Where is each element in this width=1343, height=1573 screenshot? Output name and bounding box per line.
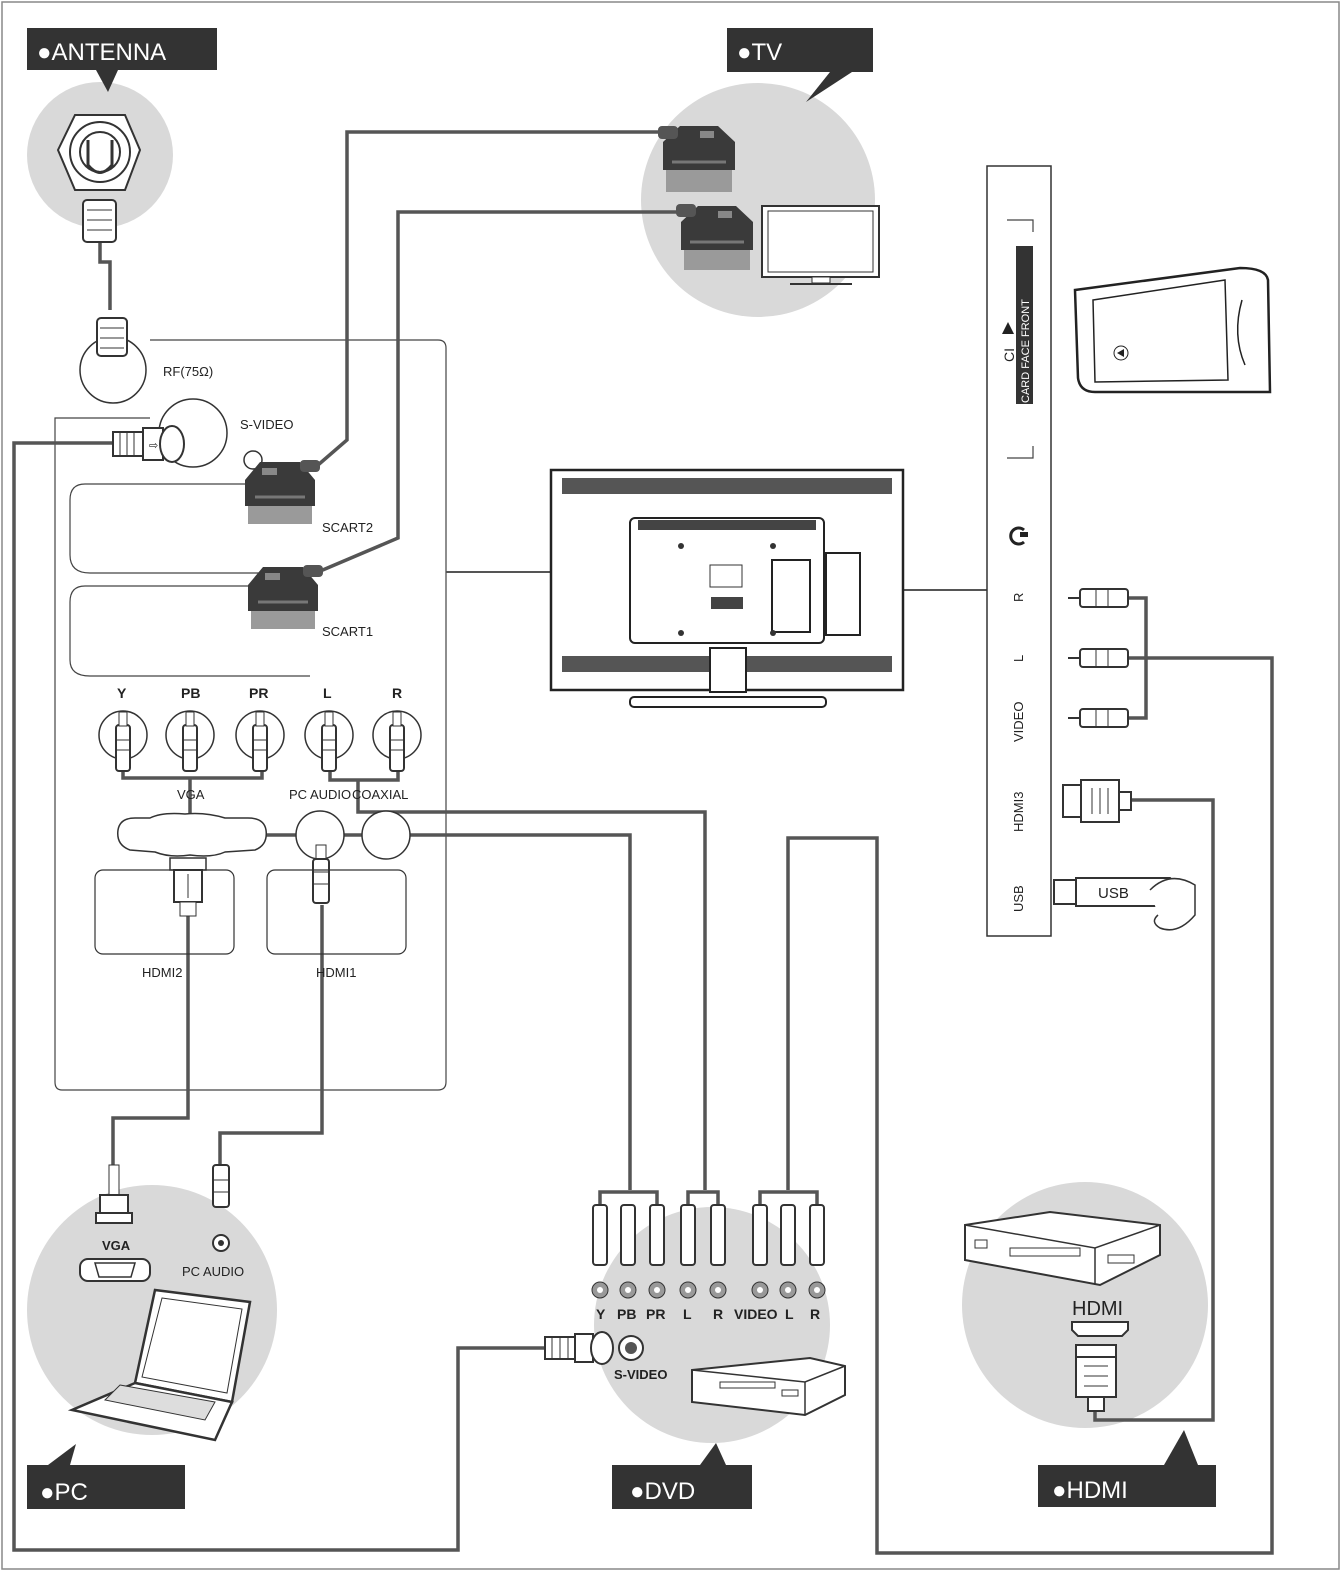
dvd-r-label: R [713, 1306, 723, 1322]
r-label: R [392, 685, 402, 701]
rca-r-icon [372, 710, 422, 772]
scart1-port-outline [69, 585, 310, 677]
vga-port-icon [117, 812, 268, 857]
hdmi2-port-outline [94, 869, 235, 955]
dvd-svideo-plug-icon [544, 1331, 614, 1365]
hdmi-port-icon [1071, 1321, 1129, 1337]
side-hdmi3-label: HDMI3 [1011, 792, 1026, 832]
rca-pb-icon [165, 710, 215, 772]
side-hdmi-plug-icon [1062, 779, 1132, 823]
svg-text:●TV: ●TV [737, 39, 782, 66]
rca-pr-icon [235, 710, 285, 772]
ci-label: CI [1001, 348, 1017, 362]
dvd-svideo-label: S-VIDEO [614, 1367, 667, 1382]
rca-y-icon [98, 710, 148, 772]
svg-text:●ANTENNA: ●ANTENNA [37, 39, 166, 66]
svg-text:⇨: ⇨ [149, 440, 158, 452]
ci-card-slot [1016, 246, 1033, 404]
pc-audio-label: PC AUDIO [289, 787, 351, 802]
vga-plug-icon [169, 857, 207, 917]
l-label: L [323, 685, 332, 701]
dvd-player-icon [691, 1356, 846, 1417]
pc-audio-plug-icon [212, 1164, 230, 1252]
vga-label: VGA [177, 787, 205, 802]
cables [12, 130, 1274, 1555]
pc-vga-label: VGA [102, 1238, 131, 1253]
scart2-port-outline [69, 483, 310, 574]
arrow-up-icon [1002, 322, 1014, 334]
dvd-l-label: L [683, 1306, 692, 1322]
hdmi1-port-outline [266, 869, 407, 955]
hdmi1-label: HDMI1 [316, 965, 356, 980]
side-usb-label: USB [1011, 885, 1026, 912]
hdmi-plug-icon [1075, 1344, 1117, 1412]
svg-text:●HDMI: ●HDMI [1052, 1477, 1128, 1504]
dvd-pr-label: PR [646, 1306, 665, 1322]
antenna-connector-icon [56, 114, 142, 243]
svg-text:●PC: ●PC [40, 1479, 88, 1506]
side-l-label: L [1011, 655, 1026, 662]
pr-label: PR [249, 685, 268, 701]
rf-label: RF(75Ω) [163, 364, 213, 379]
pb-label: PB [181, 685, 200, 701]
hdmi-player-label: HDMI [1072, 1298, 1123, 1320]
side-rca-l-plug-icon [1068, 648, 1129, 668]
dvd-r2-label: R [810, 1306, 820, 1322]
tv-scart-plug-2-icon [676, 204, 753, 270]
side-r-label: R [1011, 593, 1026, 602]
scart2-plug-icon [245, 460, 320, 524]
scart1-plug-icon [248, 565, 323, 629]
hdmi-player-icon [964, 1210, 1161, 1287]
pc-tag: ●PC [27, 1444, 185, 1509]
jack-hole-icon [243, 450, 263, 470]
coaxial-label: COAXIAL [352, 787, 408, 802]
hdmi2-label: HDMI2 [142, 965, 182, 980]
side-video-label: VIDEO [1011, 702, 1026, 742]
tv-scart-plug-1-icon [658, 126, 735, 192]
coaxial-port-icon [361, 810, 411, 860]
hdmi-tag: ●HDMI [1038, 1430, 1216, 1507]
svideo-label: S-VIDEO [240, 417, 293, 432]
headphone-icon [1009, 526, 1028, 546]
dvd-l2-label: L [785, 1306, 794, 1322]
dvd-svideo-jack-core [625, 1342, 637, 1354]
y-label: Y [117, 685, 127, 701]
tv-monitor-icon [761, 205, 880, 285]
hand-icon [1149, 877, 1196, 931]
scart1-label: SCART1 [322, 624, 373, 639]
dvd-y-label: Y [596, 1306, 606, 1322]
dvd-video-label: VIDEO [734, 1306, 778, 1322]
vga-port-icon [79, 1258, 151, 1282]
svideo-plug-icon: ⇨ [112, 425, 185, 463]
usb-stick-label: USB [1098, 885, 1129, 902]
rca-l-icon [304, 710, 354, 772]
tv-rear-view-icon [549, 468, 905, 708]
antenna-tag: ●ANTENNA [27, 28, 217, 92]
ci-card-icon [1073, 266, 1272, 394]
dvd-rca-jacks-icon [591, 1281, 826, 1299]
dvd-tag: ●DVD [612, 1443, 752, 1509]
back-panel-outline [54, 339, 447, 1091]
laptop-icon [67, 1288, 252, 1442]
ci-slot-bracket-bottom [1007, 446, 1034, 459]
card-face-front-label: CARD FACE FRONT [1020, 299, 1032, 403]
pc-audio-label: PC AUDIO [182, 1264, 244, 1279]
side-rca-video-plug-icon [1068, 708, 1129, 728]
tv-circle [641, 83, 875, 317]
rf-port-icon [79, 317, 147, 404]
dvd-rca-plugs-icon [592, 1204, 825, 1266]
scart2-label: SCART2 [322, 520, 373, 535]
tv-tag: ●TV [727, 28, 873, 102]
dvd-pb-label: PB [617, 1306, 636, 1322]
ci-slot-bracket-top [1007, 219, 1034, 232]
side-rca-r-plug-icon [1068, 588, 1129, 608]
svg-text:●DVD: ●DVD [630, 1478, 695, 1505]
pc-vga-plug-icon [95, 1164, 133, 1224]
